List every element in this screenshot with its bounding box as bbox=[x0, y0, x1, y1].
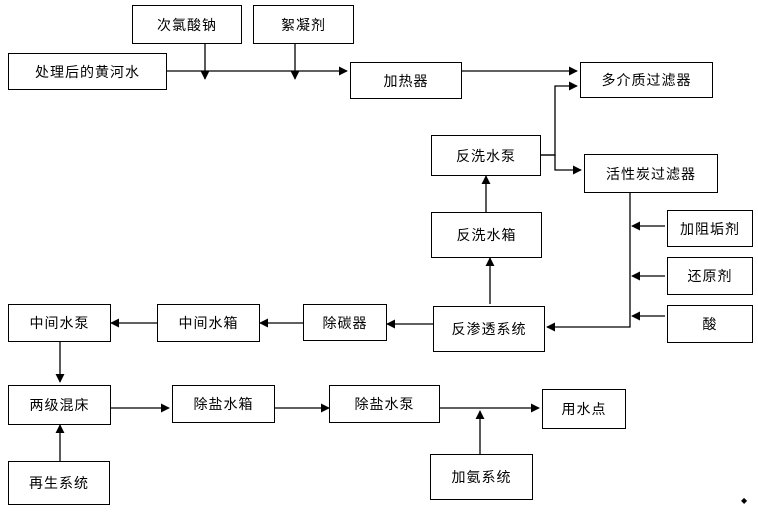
node-ammonia-dosing: 加氨系统 bbox=[430, 454, 533, 500]
node-sodium-hypochlorite: 次氯酸钠 bbox=[132, 5, 242, 44]
node-demin-tank: 除盐水箱 bbox=[172, 385, 275, 423]
edge-acf-to-ro bbox=[546, 193, 631, 332]
node-treated-water: 处理后的黄河水 bbox=[8, 53, 167, 90]
node-demin-pump: 除盐水泵 bbox=[329, 385, 440, 423]
node-decarbonizer: 除碳器 bbox=[303, 304, 387, 341]
node-multi-media-filter: 多介质过滤器 bbox=[580, 62, 713, 98]
node-heater: 加热器 bbox=[350, 62, 462, 99]
node-regeneration-system: 再生系统 bbox=[8, 461, 110, 505]
node-antiscalant: 加阻垢剂 bbox=[667, 210, 753, 247]
edge-backwash-to-acf bbox=[541, 154, 582, 175]
node-water-point: 用水点 bbox=[542, 389, 626, 429]
node-backwash-tank: 反洗水箱 bbox=[431, 212, 542, 258]
node-intermediate-pump: 中间水泵 bbox=[8, 304, 111, 342]
corner-mark: ◆ bbox=[741, 496, 748, 505]
node-reducing-agent: 还原剂 bbox=[667, 257, 753, 295]
node-mixed-bed: 两级混床 bbox=[8, 385, 111, 425]
node-backwash-pump: 反洗水泵 bbox=[431, 135, 541, 176]
edge-backwash-to-mmf bbox=[541, 81, 578, 156]
node-acid: 酸 bbox=[667, 305, 753, 343]
node-activated-carbon-filter: 活性炭过滤器 bbox=[584, 154, 718, 193]
node-intermediate-tank: 中间水箱 bbox=[157, 304, 260, 342]
node-ro-system: 反渗透系统 bbox=[433, 306, 545, 352]
node-flocculant: 絮凝剂 bbox=[253, 5, 354, 44]
